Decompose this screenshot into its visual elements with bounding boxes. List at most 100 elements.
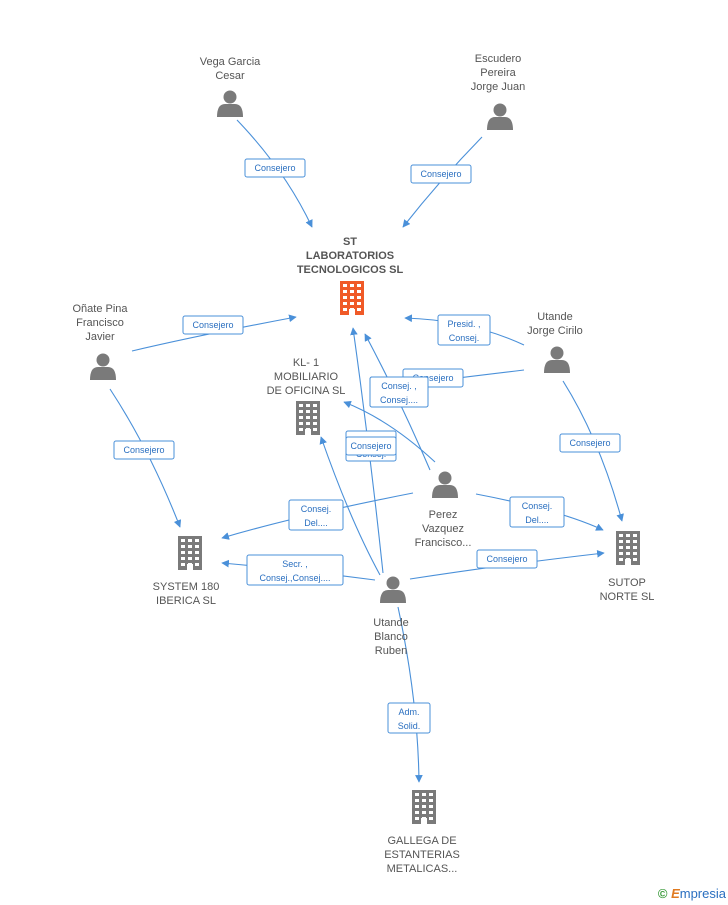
node-label: Perez [429, 509, 458, 521]
edge-utande_rb-to-kl1 [319, 436, 381, 576]
edge-label[interactable]: Consej. Del.... [509, 496, 565, 528]
node-label: SUTOP [608, 577, 646, 589]
edge-label-text: Consejero [350, 441, 391, 451]
node-label: KL- 1 [293, 357, 319, 369]
edge-label-text: Consej. [301, 504, 332, 514]
edge-label[interactable]: Secr. ,Consej.,Consej.... [246, 554, 344, 586]
building-icon [296, 401, 320, 435]
node-label: GALLEGA DE [387, 835, 456, 847]
node-sutop[interactable]: SUTOP NORTE SL [600, 531, 655, 603]
edge-label-text: Del.... [304, 518, 328, 528]
person-icon [544, 346, 570, 373]
node-label: SYSTEM 180 [153, 581, 220, 593]
person-icon [380, 576, 406, 603]
edge-label-text: Consejero [254, 163, 295, 173]
node-label: IBERICA SL [156, 595, 216, 607]
node-label: Ruben [375, 645, 407, 657]
edge-label-box [509, 496, 565, 528]
edge-label[interactable]: Consejero [476, 549, 538, 569]
edge-label-box [113, 440, 175, 460]
edge-label-text: Consej. [449, 333, 480, 343]
node-label: Pereira [480, 67, 516, 79]
building-icon [340, 281, 364, 315]
edge-label-box [387, 702, 431, 734]
edge-label[interactable]: Consejero [182, 315, 244, 335]
node-label: LABORATORIOS [306, 250, 394, 262]
edge-label-text: Adm. [398, 707, 419, 717]
node-label: Cesar [215, 70, 245, 82]
node-label: Francisco [76, 317, 124, 329]
node-label: TECNOLOGICOS SL [297, 264, 404, 276]
edge-label-box [244, 158, 306, 178]
edge-label-box [369, 376, 429, 408]
edge-label-text: Consej. , [381, 381, 417, 391]
edge-perez-to-kl1 [343, 400, 436, 463]
building-icon [616, 531, 640, 565]
edge-label-text: Consejero [412, 373, 453, 383]
node-label: Vazquez [422, 523, 464, 535]
node-label: Vega Garcia [200, 56, 261, 68]
person-icon [432, 471, 458, 498]
edge-label-text: Secr. , [282, 559, 308, 569]
edge-label-text: Consejero [192, 320, 233, 330]
node-label: NORTE SL [600, 591, 655, 603]
edge-label[interactable]: Consejero [244, 158, 306, 178]
edge-label[interactable]: Consejero [113, 440, 175, 460]
edge-label[interactable]: Consej. Del.... [288, 499, 344, 531]
empresia-watermark: © Empresia [658, 886, 726, 901]
node-kl1[interactable]: KL- 1 MOBILIARIO DE OFICINA SL [267, 357, 346, 435]
edge-label-text: Consejero [420, 169, 461, 179]
edge-label-text: Presid. , [447, 319, 480, 329]
edge-label[interactable]: Adm. Solid. [387, 702, 431, 734]
copyright-symbol: © [657, 886, 668, 901]
edge-label[interactable]: Consejero [345, 436, 397, 456]
edge-label-box [410, 164, 472, 184]
edge-label-box [476, 549, 538, 569]
person-icon [90, 353, 116, 380]
node-label: MOBILIARIO [274, 371, 339, 383]
person-icon [217, 90, 243, 117]
edge-label-box [288, 499, 344, 531]
node-label: Blanco [374, 631, 408, 643]
edge-label-box [246, 554, 344, 586]
node-label: ESTANTERIAS [384, 849, 460, 861]
edge-label-box [182, 315, 244, 335]
node-label: Utande [373, 617, 408, 629]
edge-label-box [437, 314, 491, 346]
node-label: ST [343, 236, 357, 248]
node-perez[interactable]: PerezVazquezFrancisco... [415, 471, 472, 550]
edge-label-text: Del.... [525, 515, 549, 525]
node-label: Escudero [475, 53, 521, 65]
building-icon [178, 536, 202, 570]
edge-label-box [345, 436, 397, 456]
node-st[interactable]: ST LABORATORIOS TECNOLOGICOS SL [297, 236, 404, 315]
person-icon [487, 103, 513, 130]
edge-utande_rb-to-gallega [397, 606, 423, 783]
node-gallega[interactable]: GALLEGA DE ESTANTERIAS METALICAS... [384, 790, 460, 875]
edge-label[interactable]: Consejero [410, 164, 472, 184]
edge-label[interactable]: Presid. , Consej. [437, 314, 491, 346]
brand-initial: E [671, 886, 680, 901]
brand-name: mpresia [679, 886, 726, 901]
edge-label[interactable]: Consej. ,Consej.... [369, 376, 429, 408]
node-label: Javier [85, 331, 115, 343]
edge-label-text: Consej. [522, 501, 553, 511]
node-label: METALICAS... [387, 863, 458, 875]
node-label: Utande [537, 311, 572, 323]
edge-label-text: Solid. [398, 721, 421, 731]
edge-label-text: Consejero [569, 438, 610, 448]
edge-label[interactable]: Consejero [559, 433, 621, 453]
node-label: Jorge Cirilo [527, 325, 583, 337]
node-label: DE OFICINA SL [267, 385, 346, 397]
node-label: Oñate Pina [72, 303, 128, 315]
node-label: Jorge Juan [471, 81, 525, 93]
